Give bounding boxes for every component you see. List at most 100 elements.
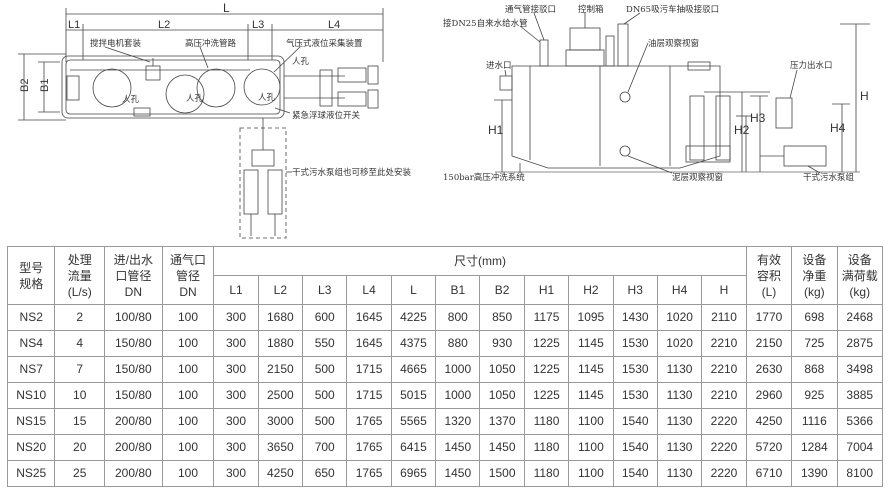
table-cell: 1130 <box>656 460 703 487</box>
table-cell: 880 <box>435 330 481 357</box>
table-cell: 850 <box>479 304 525 331</box>
table-cell: 4 <box>54 330 105 357</box>
table-cell: 1530 <box>612 382 658 409</box>
dim-L4-label: L4 <box>328 19 340 31</box>
table-cell: NS15 <box>6 408 56 435</box>
dim-L-label: L <box>223 1 230 15</box>
table-cell: 1050 <box>479 382 525 409</box>
table-cell: 300 <box>213 408 259 435</box>
table-cell: 15 <box>54 408 105 435</box>
label-sludge-window: 泥层观察视窗 <box>672 172 723 183</box>
dim-col-header: H3 <box>612 275 658 305</box>
table-cell: 1130 <box>656 356 703 383</box>
table-cell: 100 <box>161 408 215 435</box>
table-cell: 800 <box>435 304 481 331</box>
dim-H1-label: H1 <box>488 123 504 137</box>
label-manhole-c: 人孔 <box>258 93 276 103</box>
table-cell: 2220 <box>701 408 747 435</box>
table-cell: 1116 <box>791 408 838 435</box>
table-cell: 698 <box>791 304 838 331</box>
table-cell: 100 <box>161 382 215 409</box>
table-cell: 1225 <box>523 356 570 383</box>
table-cell: NS20 <box>6 434 56 461</box>
table-cell: 4250 <box>257 460 304 487</box>
table-cell: 3498 <box>836 356 884 383</box>
table-cell: 1540 <box>612 460 658 487</box>
table-cell: 3650 <box>257 434 304 461</box>
table-cell: 1680 <box>257 304 304 331</box>
table-cell: 10 <box>54 382 105 409</box>
header-dimensions: 尺寸(mm) <box>213 246 747 276</box>
table-cell: 4250 <box>745 408 793 435</box>
table-cell: 1100 <box>568 460 614 487</box>
table-cell: 20 <box>54 434 105 461</box>
table-cell: 2220 <box>701 434 747 461</box>
table-cell: 1540 <box>612 434 658 461</box>
table-cell: 2875 <box>836 330 884 357</box>
table-cell: 1765 <box>346 460 392 487</box>
label-manhole-b: 人孔 <box>186 94 204 104</box>
table-cell: 100 <box>161 460 215 487</box>
dim-col-header: B2 <box>479 275 525 305</box>
dim-col-header: H4 <box>656 275 703 305</box>
table-cell: 1225 <box>523 330 570 357</box>
label-manhole-a: 人孔 <box>122 95 140 105</box>
table-cell: 1715 <box>346 382 392 409</box>
table-cell: 500 <box>302 356 348 383</box>
label-dry-pump: 干式污水泵组 <box>803 172 855 183</box>
table-cell: 925 <box>791 382 838 409</box>
table-cell: 3000 <box>257 408 304 435</box>
table-cell: 25 <box>54 460 105 487</box>
table-cell: 300 <box>213 460 259 487</box>
table-cell: 725 <box>791 330 838 357</box>
dim-L3-label: L3 <box>252 19 264 31</box>
table-cell: 1284 <box>791 434 838 461</box>
table-cell: 1130 <box>656 408 703 435</box>
table-cell: 6710 <box>745 460 793 487</box>
table-cell: 150/80 <box>103 356 163 383</box>
dim-col-header: H <box>701 275 747 305</box>
table-cell: 2150 <box>257 356 304 383</box>
table-cell: 150/80 <box>103 382 163 409</box>
table-cell: NS10 <box>6 382 56 409</box>
table-cell: 300 <box>213 304 259 331</box>
table-cell: 100 <box>161 304 215 331</box>
table-cell: 4375 <box>390 330 437 357</box>
table-cell: 6415 <box>390 434 437 461</box>
dim-H-label: H <box>860 89 869 103</box>
table-cell: 2468 <box>836 304 884 331</box>
table-cell: 600 <box>302 304 348 331</box>
table-cell: 1450 <box>479 434 525 461</box>
table-cell: 1770 <box>745 304 793 331</box>
header-full-load: 设备满荷载(kg) <box>836 246 884 305</box>
table-cell: 500 <box>302 408 348 435</box>
table-cell: 300 <box>213 434 259 461</box>
table-cell: 868 <box>791 356 838 383</box>
table-cell: 1370 <box>479 408 525 435</box>
dim-col-header: L3 <box>302 275 348 305</box>
table-cell: 650 <box>302 460 348 487</box>
table-cell: 1765 <box>346 408 392 435</box>
table-cell: 3885 <box>836 382 884 409</box>
table-cell: 2220 <box>701 460 747 487</box>
table-cell: 1180 <box>523 408 570 435</box>
table-cell: 1645 <box>346 304 392 331</box>
table-cell: 1020 <box>656 330 703 357</box>
table-cell: 200/80 <box>103 408 163 435</box>
table-cell: 1020 <box>656 304 703 331</box>
dim-H2-label: H2 <box>734 123 750 137</box>
table-cell: 4665 <box>390 356 437 383</box>
table-cell: 550 <box>302 330 348 357</box>
table-cell: 5720 <box>745 434 793 461</box>
table-cell: 1145 <box>568 356 614 383</box>
table-cell: 8100 <box>836 460 884 487</box>
table-cell: 150/80 <box>103 330 163 357</box>
dim-col-header: L2 <box>257 275 304 305</box>
